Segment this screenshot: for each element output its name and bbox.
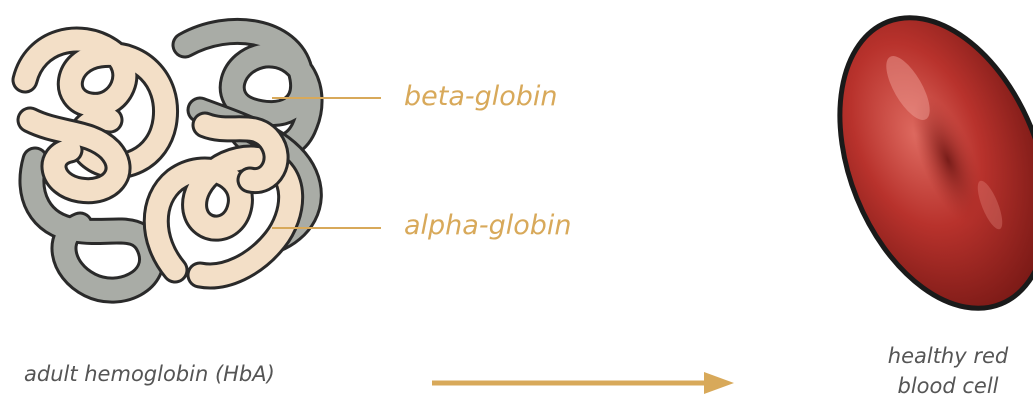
red-blood-cell-caption: healthy red blood cell <box>862 341 1033 401</box>
hemoglobin-molecule <box>11 17 324 304</box>
hemoglobin-caption: adult hemoglobin (HbA) <box>24 362 275 386</box>
alpha-globin-label: alpha-globin <box>404 210 572 241</box>
red-blood-cell <box>837 15 1033 311</box>
beta-globin-label: beta-globin <box>404 81 558 112</box>
alpha-globin-chains <box>11 26 305 290</box>
arrow-icon <box>432 372 734 394</box>
rbc-caption-line-1: healthy red <box>887 344 1009 368</box>
rbc-caption-line-2: blood cell <box>897 374 999 398</box>
